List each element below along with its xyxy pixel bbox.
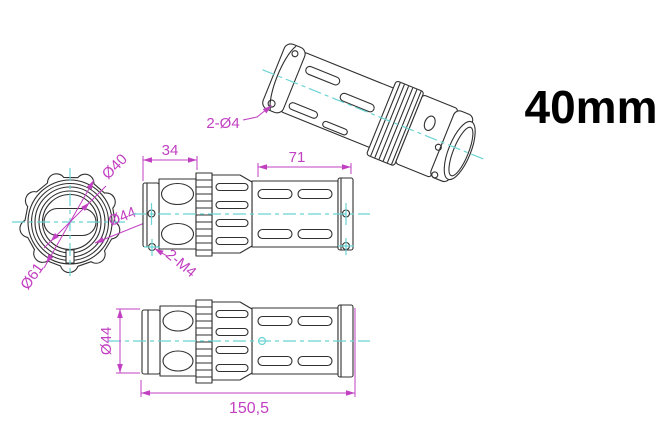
body-slot xyxy=(297,228,333,240)
dim-label-body-length: 71 xyxy=(289,149,306,166)
dim-label-front-outer-diameter: Ø61 xyxy=(17,260,47,293)
body-slot xyxy=(297,315,333,327)
oval-hole xyxy=(160,222,195,246)
dim-arrow xyxy=(258,164,267,170)
iso-tube-slots xyxy=(288,65,375,136)
iso-left-face-arc xyxy=(269,45,297,111)
front-view: Ø40 Ø61 Ø44 xyxy=(12,151,153,293)
iso-opening-rim xyxy=(443,120,476,181)
oval-hole xyxy=(162,350,194,372)
dim-label-overall-length: 150,5 xyxy=(229,400,269,417)
dim-arrow xyxy=(141,390,150,396)
front-dim-line-61 xyxy=(43,179,95,269)
isometric-view: 2-Ø4 xyxy=(206,43,486,183)
side-left-cap xyxy=(141,309,161,375)
knurl-lines xyxy=(195,179,213,251)
taper-slot xyxy=(215,218,249,228)
side-view-top: 34 71 2-M4 xyxy=(133,142,370,281)
taper-slot xyxy=(215,200,249,210)
oval-hole xyxy=(160,182,195,206)
oval-hole xyxy=(162,310,194,332)
body-slot xyxy=(257,228,293,240)
body-slot xyxy=(257,315,293,327)
body-slot xyxy=(297,188,333,200)
dim-arrow xyxy=(117,364,123,373)
product-size-label: 40mm xyxy=(525,81,658,133)
dim-arrow xyxy=(346,390,355,396)
dim-label-thread-holes: 2-M4 xyxy=(162,246,199,281)
body-slot xyxy=(257,188,293,200)
center-hole-mark xyxy=(257,336,267,346)
knurl-lines xyxy=(195,306,213,378)
dim-arrow xyxy=(143,157,152,163)
side-view-bottom: Ø44 150,5 xyxy=(98,299,370,417)
dim-arrow xyxy=(188,157,197,163)
taper-slot xyxy=(215,327,249,337)
taper-slot xyxy=(215,309,249,319)
dim-ext-total xyxy=(140,308,356,397)
dim-ext-71 xyxy=(257,163,352,177)
dim-label-iso-holes: 2-Ø4 xyxy=(206,115,239,132)
taper-slot xyxy=(215,363,249,373)
iso-centerline xyxy=(262,69,486,161)
body-slot xyxy=(297,355,333,367)
dim-label-front-inner-diameter: Ø40 xyxy=(99,151,131,183)
dim-arrow xyxy=(117,309,123,318)
body-slot xyxy=(257,355,293,367)
dim-label-section-length: 34 xyxy=(162,142,179,159)
hole-center-marks xyxy=(144,203,354,256)
taper-slot xyxy=(215,345,249,355)
taper-slot xyxy=(215,236,249,246)
dim-label-bottom-diameter: Ø44 xyxy=(98,327,115,355)
taper-slot xyxy=(215,182,249,192)
dim-arrow xyxy=(342,164,351,170)
